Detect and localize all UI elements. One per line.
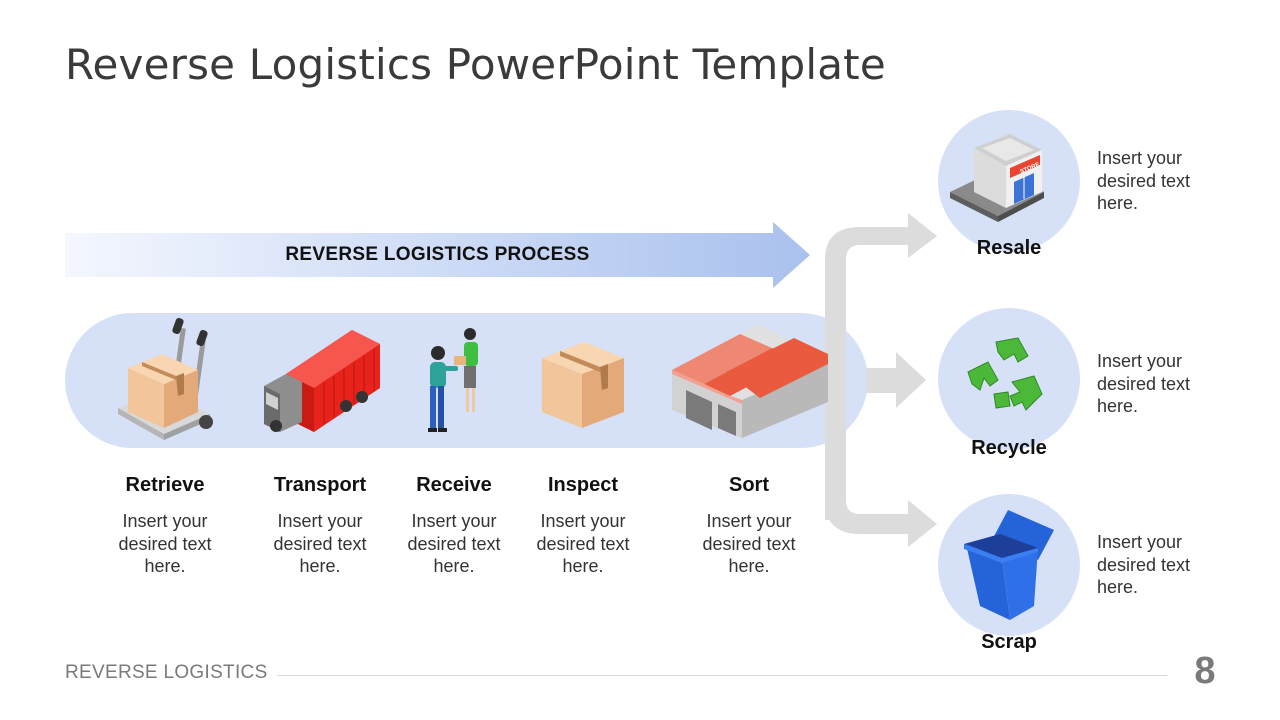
step-retrieve-title: Retrieve bbox=[125, 474, 205, 496]
box-icon bbox=[538, 328, 628, 438]
slide-title: Reverse Logistics PowerPoint Template bbox=[65, 40, 886, 89]
outcome-scrap-circle bbox=[938, 494, 1080, 636]
outcome-resale-title: Resale bbox=[976, 237, 1042, 259]
outcome-resale-circle: STORE bbox=[938, 110, 1080, 252]
process-banner-arrow: REVERSE LOGISTICS PROCESS bbox=[65, 222, 810, 288]
trash-bin-icon bbox=[964, 510, 1054, 620]
outcome-recycle-title: Recycle bbox=[971, 437, 1047, 459]
warehouse-icon bbox=[668, 320, 833, 445]
outcome-scrap-title: Scrap bbox=[981, 631, 1037, 653]
step-sort-title: Sort bbox=[729, 474, 769, 496]
step-receive-title: Receive bbox=[416, 474, 492, 496]
people-handoff-icon bbox=[420, 322, 490, 442]
recycle-icon bbox=[967, 337, 1043, 411]
step-transport-title: Transport bbox=[273, 474, 367, 496]
truck-icon bbox=[258, 322, 383, 442]
footer-label: REVERSE LOGISTICS bbox=[65, 662, 268, 683]
branch-connector bbox=[825, 213, 937, 547]
hand-truck-box-icon bbox=[112, 316, 222, 451]
footer-divider bbox=[277, 675, 1167, 676]
outcome-recycle-circle bbox=[938, 308, 1080, 450]
step-inspect-title: Inspect bbox=[547, 474, 619, 496]
process-banner-label: REVERSE LOGISTICS PROCESS bbox=[285, 244, 590, 265]
store-icon: STORE bbox=[950, 134, 1044, 222]
page-number: 8 bbox=[1194, 650, 1216, 692]
